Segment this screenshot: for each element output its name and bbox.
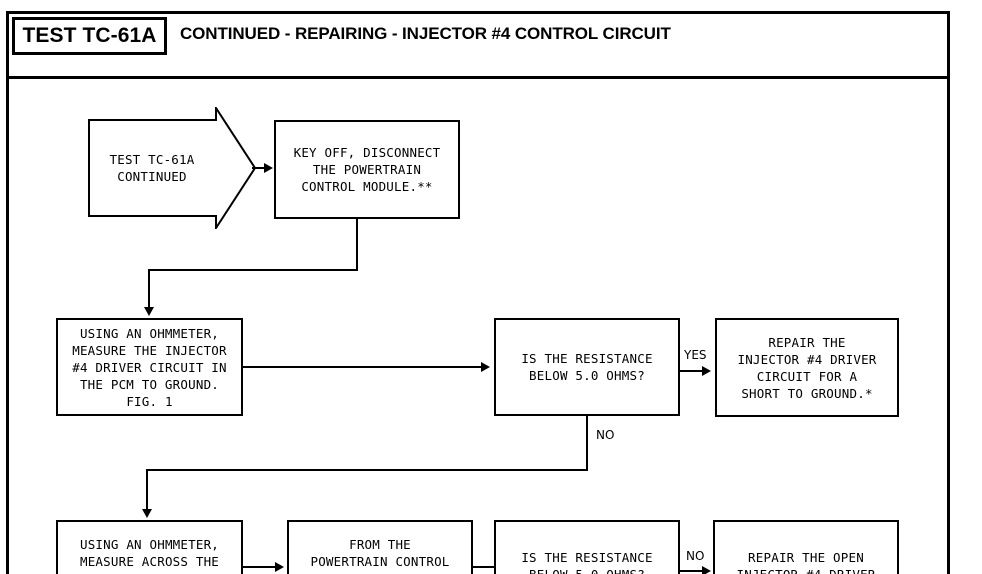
arrowhead-measure-to-q1 (481, 362, 490, 372)
edge-label-yes-1: YES (684, 348, 707, 362)
connector-measure-to-q1 (243, 366, 482, 368)
arrowhead-keyoff-to-measure (144, 307, 154, 316)
node-key-off-text: KEY OFF, DISCONNECT THE POWERTRAIN CONTR… (293, 145, 441, 194)
connector-q1-no-down (586, 416, 588, 471)
connector-across-to-frompcm (243, 566, 276, 568)
node-repair-short-to-ground: REPAIR THE INJECTOR #4 DRIVER CIRCUIT FO… (715, 318, 899, 417)
node-resistance-question-1: IS THE RESISTANCE BELOW 5.0 OHMS? (494, 318, 680, 416)
arrowhead-across-to-frompcm (275, 562, 284, 572)
node-from-pcm: FROM THE POWERTRAIN CONTROL MODULE TO TH… (287, 520, 473, 574)
edge-label-no-2: NO (686, 549, 705, 563)
page-title: CONTINUED - REPAIRING - INJECTOR #4 CONT… (180, 24, 671, 43)
test-id-badge: TEST TC-61A (12, 17, 167, 55)
node-key-off: KEY OFF, DISCONNECT THE POWERTRAIN CONTR… (274, 120, 460, 219)
pentagon-shape (88, 107, 256, 229)
connector-keyoff-left (148, 269, 358, 271)
arrowhead-start-to-keyoff (264, 163, 273, 173)
node-repair-short-to-ground-text: REPAIR THE INJECTOR #4 DRIVER CIRCUIT FO… (737, 334, 877, 401)
node-start-text: TEST TC-61A CONTINUED (109, 152, 195, 184)
connector-q1-yes (680, 370, 704, 372)
header-divider (6, 76, 950, 79)
arrowhead-q2-no (702, 566, 711, 574)
connector-keyoff-down2 (148, 269, 150, 309)
node-measure-across-text: USING AN OHMMETER, MEASURE ACROSS THE IN… (79, 536, 220, 574)
edge-label-no-1: NO (596, 428, 615, 442)
node-measure-to-ground: USING AN OHMMETER, MEASURE THE INJECTOR … (56, 318, 243, 416)
arrowhead-q1-yes (702, 366, 711, 376)
node-resistance-question-2: IS THE RESISTANCE BELOW 5.0 OHMS? (494, 520, 680, 574)
node-repair-open: REPAIR THE OPEN INJECTOR #4 DRIVER (713, 520, 899, 574)
connector-q1-no-left (146, 469, 588, 471)
node-from-pcm-text: FROM THE POWERTRAIN CONTROL MODULE TO TH… (310, 536, 450, 574)
node-measure-to-ground-text: USING AN OHMMETER, MEASURE THE INJECTOR … (72, 325, 227, 409)
node-start-banner: TEST TC-61A CONTINUED (88, 107, 256, 229)
connector-start-to-keyoff (252, 167, 266, 169)
node-resistance-question-2-text: IS THE RESISTANCE BELOW 5.0 OHMS? (521, 550, 653, 574)
node-resistance-question-1-text: IS THE RESISTANCE BELOW 5.0 OHMS? (521, 351, 653, 383)
arrowhead-no-to-measure-across (142, 509, 152, 518)
connector-frompcm-to-q2 (473, 566, 506, 568)
page-frame (6, 11, 950, 574)
connector-q2-no (680, 570, 704, 572)
test-id-label: TEST TC-61A (22, 24, 157, 47)
node-measure-across: USING AN OHMMETER, MEASURE ACROSS THE IN… (56, 520, 243, 574)
connector-keyoff-down (356, 219, 358, 271)
node-repair-open-text: REPAIR THE OPEN INJECTOR #4 DRIVER (736, 550, 875, 574)
connector-q1-no-down2 (146, 469, 148, 511)
